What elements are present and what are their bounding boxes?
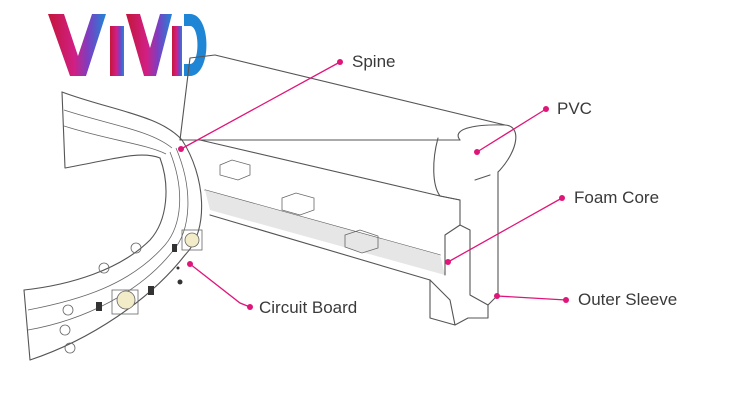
label-spine: Spine — [352, 52, 396, 71]
vivid-logo — [48, 14, 207, 76]
leader-circuit-board — [187, 261, 253, 310]
leader-pvc — [474, 106, 549, 155]
label-circuit-board: Circuit Board — [259, 298, 358, 317]
leader-spine — [178, 59, 343, 152]
label-pvc: PVC — [557, 99, 592, 118]
label-outer-sleeve: Outer Sleeve — [578, 290, 678, 309]
leader-outer-sleeve — [494, 293, 569, 303]
leader-foam-core — [445, 195, 565, 265]
label-foam-core: Foam Core — [574, 188, 660, 207]
